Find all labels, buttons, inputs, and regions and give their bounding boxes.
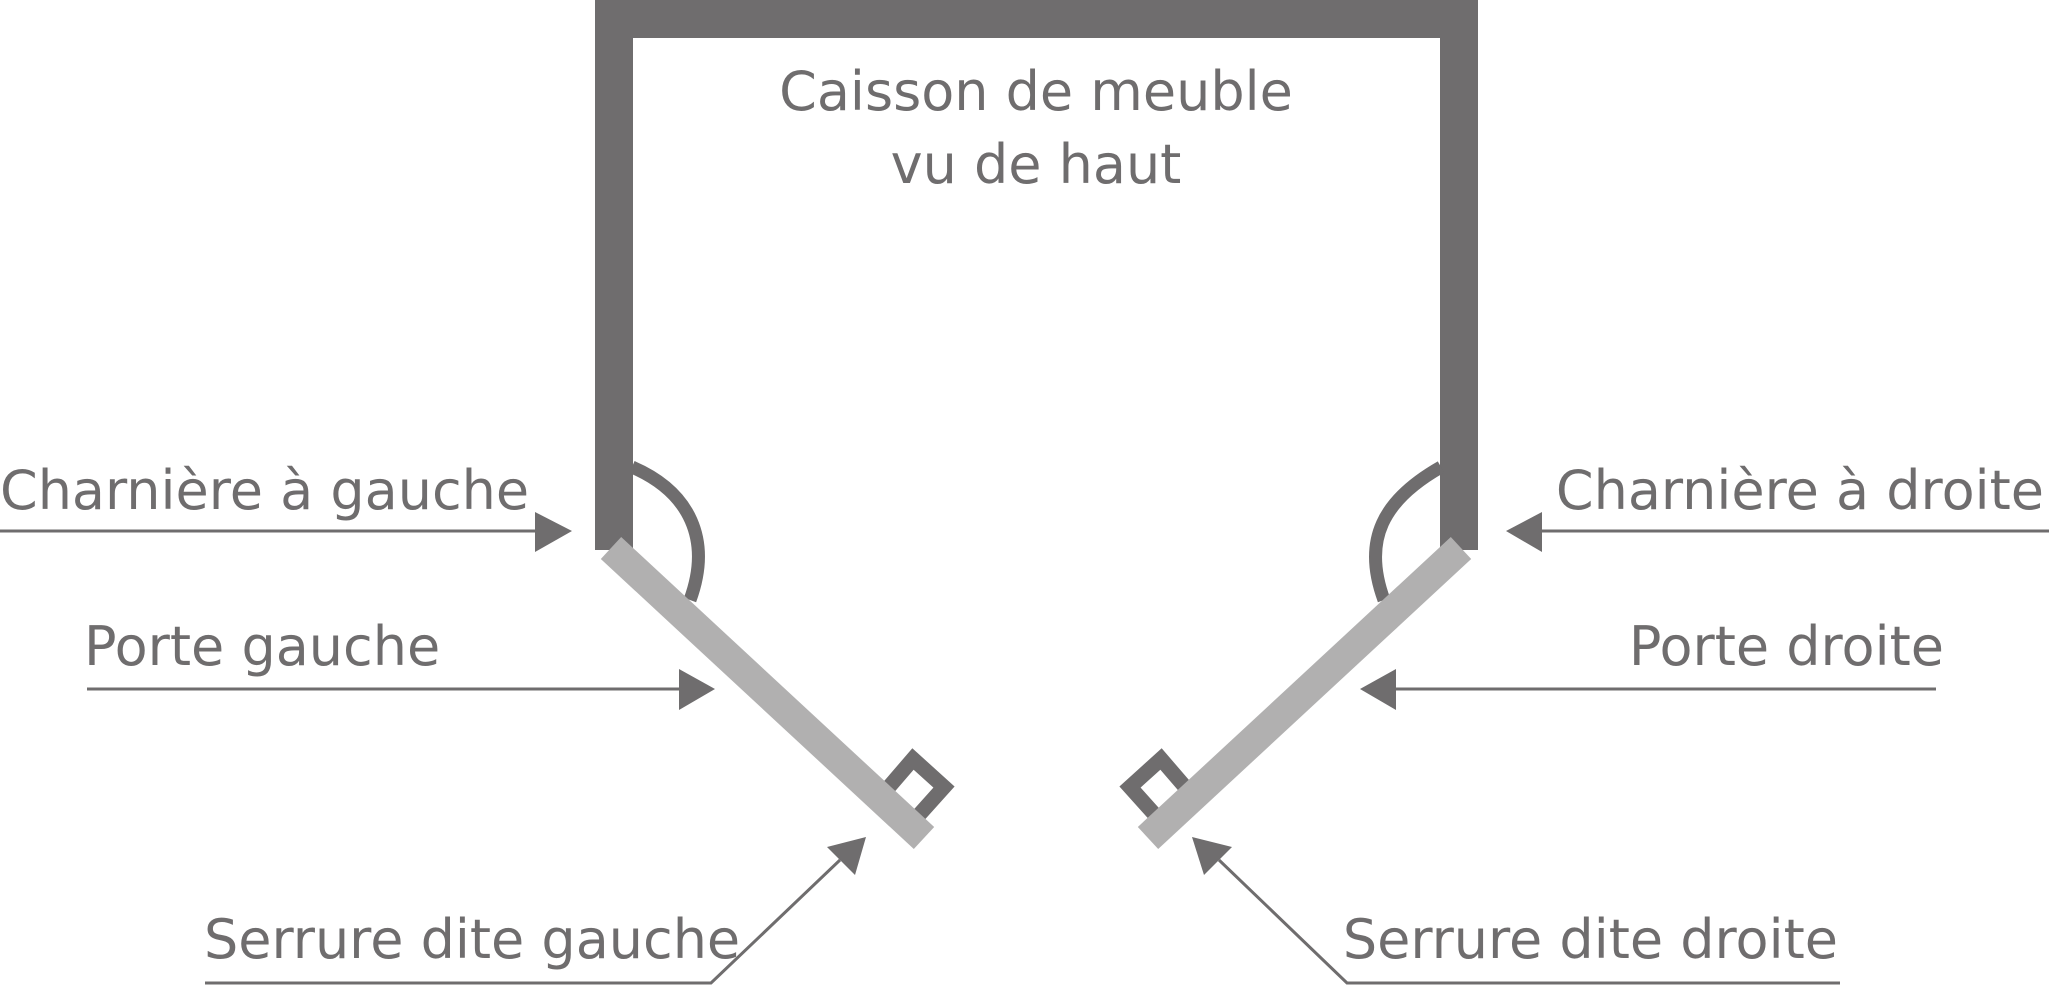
arrow-door-left-head [679,669,715,710]
label-lock-left: Serrure dite gauche [204,908,740,971]
door-right [1137,536,1472,850]
door-left [600,536,935,850]
label-hinge-left: Charnière à gauche [0,459,529,522]
leader-lock-left [205,858,842,985]
leader-lock-right [1217,858,1840,985]
leader-lock-right-head [1192,837,1232,875]
diagram-title-line2: vu de haut [891,133,1182,196]
hinge-right-arc [1369,461,1445,603]
lock-left-shape [882,748,955,822]
hinge-left-arc [629,461,705,603]
arrow-door-right-head [1360,669,1396,710]
label-door-left: Porte gauche [84,615,440,678]
label-door-right: Porte droite [1629,615,1944,678]
leader-lock-left-head [827,837,866,875]
cabinet-body [595,0,1478,550]
arrow-hinge-right-head [1506,512,1542,552]
lock-right-shape [1119,748,1192,822]
diagram-title-line1: Caisson de meuble [779,60,1293,123]
label-hinge-right: Charnière à droite [1556,459,2044,522]
label-lock-right: Serrure dite droite [1343,908,1838,971]
arrow-hinge-left-head [535,512,572,552]
